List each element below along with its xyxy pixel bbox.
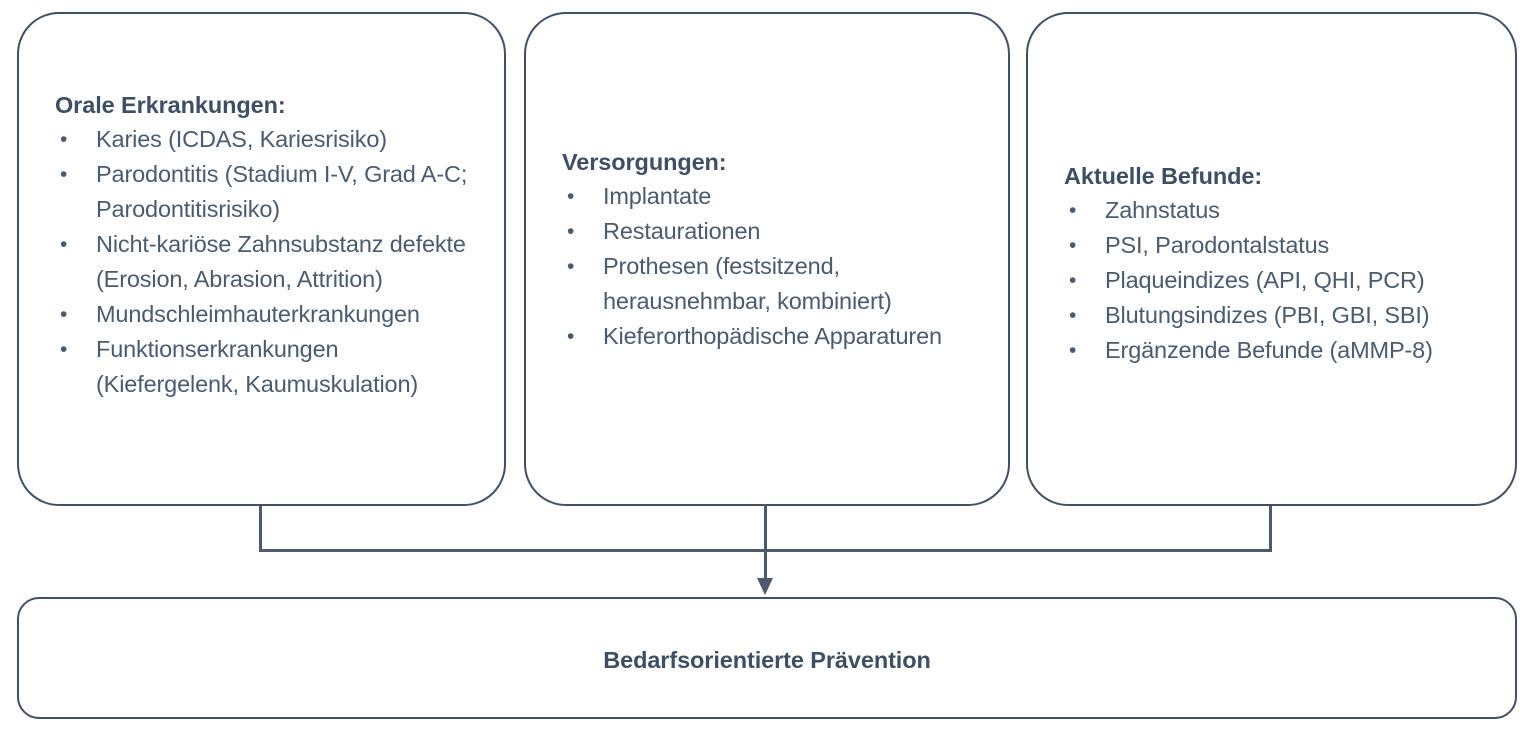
bullet-list-orale-erkrankungen: Karies (ICDAS, Kariesrisiko) Parodontiti… [55, 122, 482, 402]
list-item: PSI, Parodontalstatus [1064, 228, 1495, 263]
list-item: Blutungsindizes (PBI, GBI, SBI) [1064, 298, 1495, 333]
list-item: Zahnstatus [1064, 193, 1495, 228]
bullet-list-aktuelle-befunde: Zahnstatus PSI, Parodontalstatus Plaquei… [1064, 193, 1495, 368]
connector-right-stub [1269, 506, 1272, 552]
list-item: Restaurationen [562, 214, 988, 249]
card-versorgungen[interactable]: Versorgungen: Implantate Restaurationen … [524, 12, 1010, 506]
list-item: Prothesen (festsitzend, herausnehmbar, k… [562, 249, 988, 319]
card-content: Aktuelle Befunde: Zahnstatus PSI, Parodo… [1064, 159, 1495, 368]
connector-center-stub [764, 504, 767, 552]
card-title-aktuelle-befunde: Aktuelle Befunde: [1064, 163, 1263, 189]
list-item: Karies (ICDAS, Kariesrisiko) [55, 122, 482, 157]
connector-left-stub [259, 506, 262, 552]
card-aktuelle-befunde[interactable]: Aktuelle Befunde: Zahnstatus PSI, Parodo… [1026, 12, 1517, 506]
card-content: Versorgungen: Implantate Restaurationen … [562, 145, 988, 354]
list-item: Plaqueindizes (API, QHI, PCR) [1064, 263, 1495, 298]
downward-arrow-icon [757, 578, 773, 595]
list-item: Parodontitis (Stadium I-V, Grad A-C; Par… [55, 157, 482, 227]
list-item: Kieferorthopädische Apparaturen [562, 319, 988, 354]
card-bedarfsorientierte-praevention[interactable]: Bedarfsorientierte Prävention [17, 597, 1517, 719]
card-title-orale-erkrankungen: Orale Erkrankungen: [55, 92, 286, 118]
list-item: Ergänzende Befunde (aMMP-8) [1064, 333, 1495, 368]
connector-arrow-shaft [764, 549, 767, 584]
outcome-label: Bedarfsorientierte Prävention [603, 647, 931, 673]
list-item: Nicht-kariöse Zahnsubstanz defekte (Eros… [55, 227, 482, 297]
card-orale-erkrankungen[interactable]: Orale Erkrankungen: Karies (ICDAS, Karie… [17, 12, 506, 506]
bullet-list-versorgungen: Implantate Restaurationen Prothesen (fes… [562, 179, 988, 354]
list-item: Mundschleimhauterkrankungen [55, 297, 482, 332]
list-item: Implantate [562, 179, 988, 214]
card-content: Orale Erkrankungen: Karies (ICDAS, Karie… [55, 88, 482, 402]
list-item: Funktionserkrankungen (Kiefergelenk, Kau… [55, 332, 482, 402]
card-title-versorgungen: Versorgungen: [562, 149, 727, 175]
